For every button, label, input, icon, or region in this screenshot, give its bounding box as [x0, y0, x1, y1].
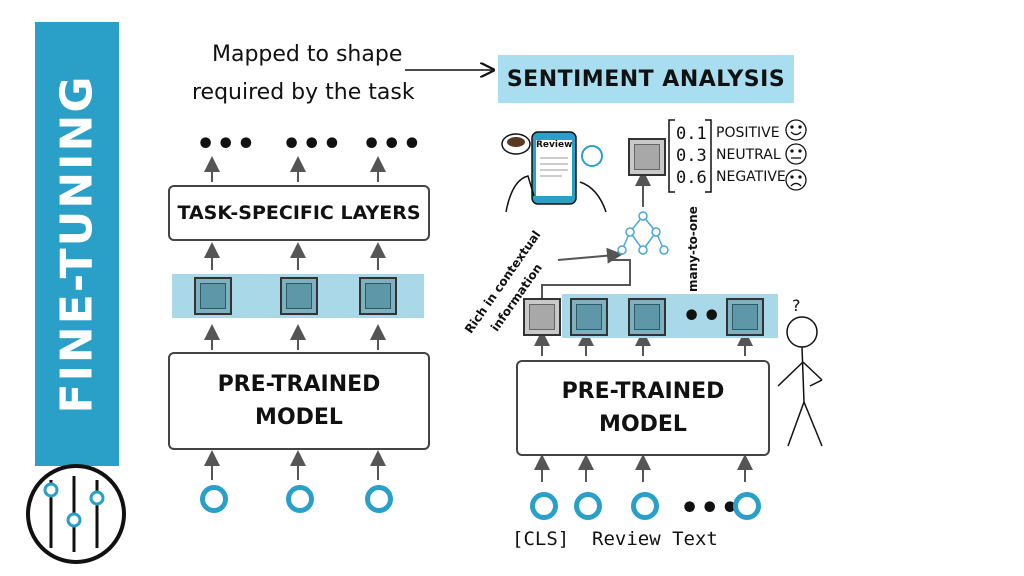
output-dots: ••• — [196, 127, 257, 162]
pretrained-label-line1: PRE-TRAINED — [561, 379, 725, 404]
classifier-output-token — [628, 138, 666, 176]
cls-embedding-token — [523, 298, 561, 336]
prob-value: 0.1 — [676, 124, 707, 144]
many-to-one-label: many-to-one — [686, 206, 700, 292]
pretrained-label-line2: MODEL — [599, 412, 687, 437]
pretrained-label-line2: MODEL — [255, 405, 343, 430]
annotation-line-2: required by the task — [192, 80, 415, 105]
prob-label-positive: POSITIVE — [716, 125, 780, 141]
prob-label-negative: NEGATIVE — [716, 169, 786, 185]
input-token-circle — [574, 492, 602, 520]
neutral-face-icon — [785, 143, 807, 165]
embedding-token — [194, 277, 232, 315]
sliders-icon — [26, 464, 126, 564]
pretrained-label-line1: PRE-TRAINED — [217, 372, 381, 397]
input-token-circle — [631, 492, 659, 520]
input-token-circle — [200, 485, 228, 513]
task-specific-layers-label: TASK-SPECIFIC LAYERS — [177, 202, 421, 224]
embedding-token — [628, 298, 666, 336]
review-text-label: Review Text — [592, 528, 718, 550]
network-icon — [617, 211, 669, 255]
prob-label-neutral: NEUTRAL — [716, 147, 781, 163]
cls-label: [CLS] — [512, 528, 570, 550]
phone-review-label: Review — [536, 140, 573, 150]
input-token-circle — [733, 492, 761, 520]
embedding-token — [280, 277, 318, 315]
sentiment-faces — [785, 119, 807, 191]
happy-face-icon — [785, 119, 807, 141]
output-dots: ••• — [282, 127, 343, 162]
embedding-token — [726, 298, 764, 336]
task-specific-layers-box: TASK-SPECIFIC LAYERS — [168, 185, 430, 241]
annotation-line-1: Mapped to shape — [212, 42, 403, 67]
sentiment-analysis-title: SENTIMENT ANALYSIS — [498, 55, 794, 103]
prob-value: 0.6 — [676, 168, 707, 188]
review-phone-illustration — [498, 128, 610, 213]
input-dots: ••• — [680, 491, 741, 526]
embedding-token — [570, 298, 608, 336]
stick-figure-icon — [777, 316, 823, 447]
output-dots: ••• — [362, 127, 423, 162]
embedding-token — [359, 277, 397, 315]
sad-face-icon — [785, 169, 807, 191]
pretrained-model-box-left: PRE-TRAINED MODEL — [168, 352, 430, 450]
pretrained-model-box-right: PRE-TRAINED MODEL — [516, 360, 770, 456]
prob-value: 0.3 — [676, 146, 707, 166]
fine-tuning-banner — [35, 22, 119, 466]
cls-input-circle — [530, 492, 558, 520]
input-token-circle — [365, 485, 393, 513]
input-token-circle — [286, 485, 314, 513]
question-mark: ? — [792, 296, 801, 315]
